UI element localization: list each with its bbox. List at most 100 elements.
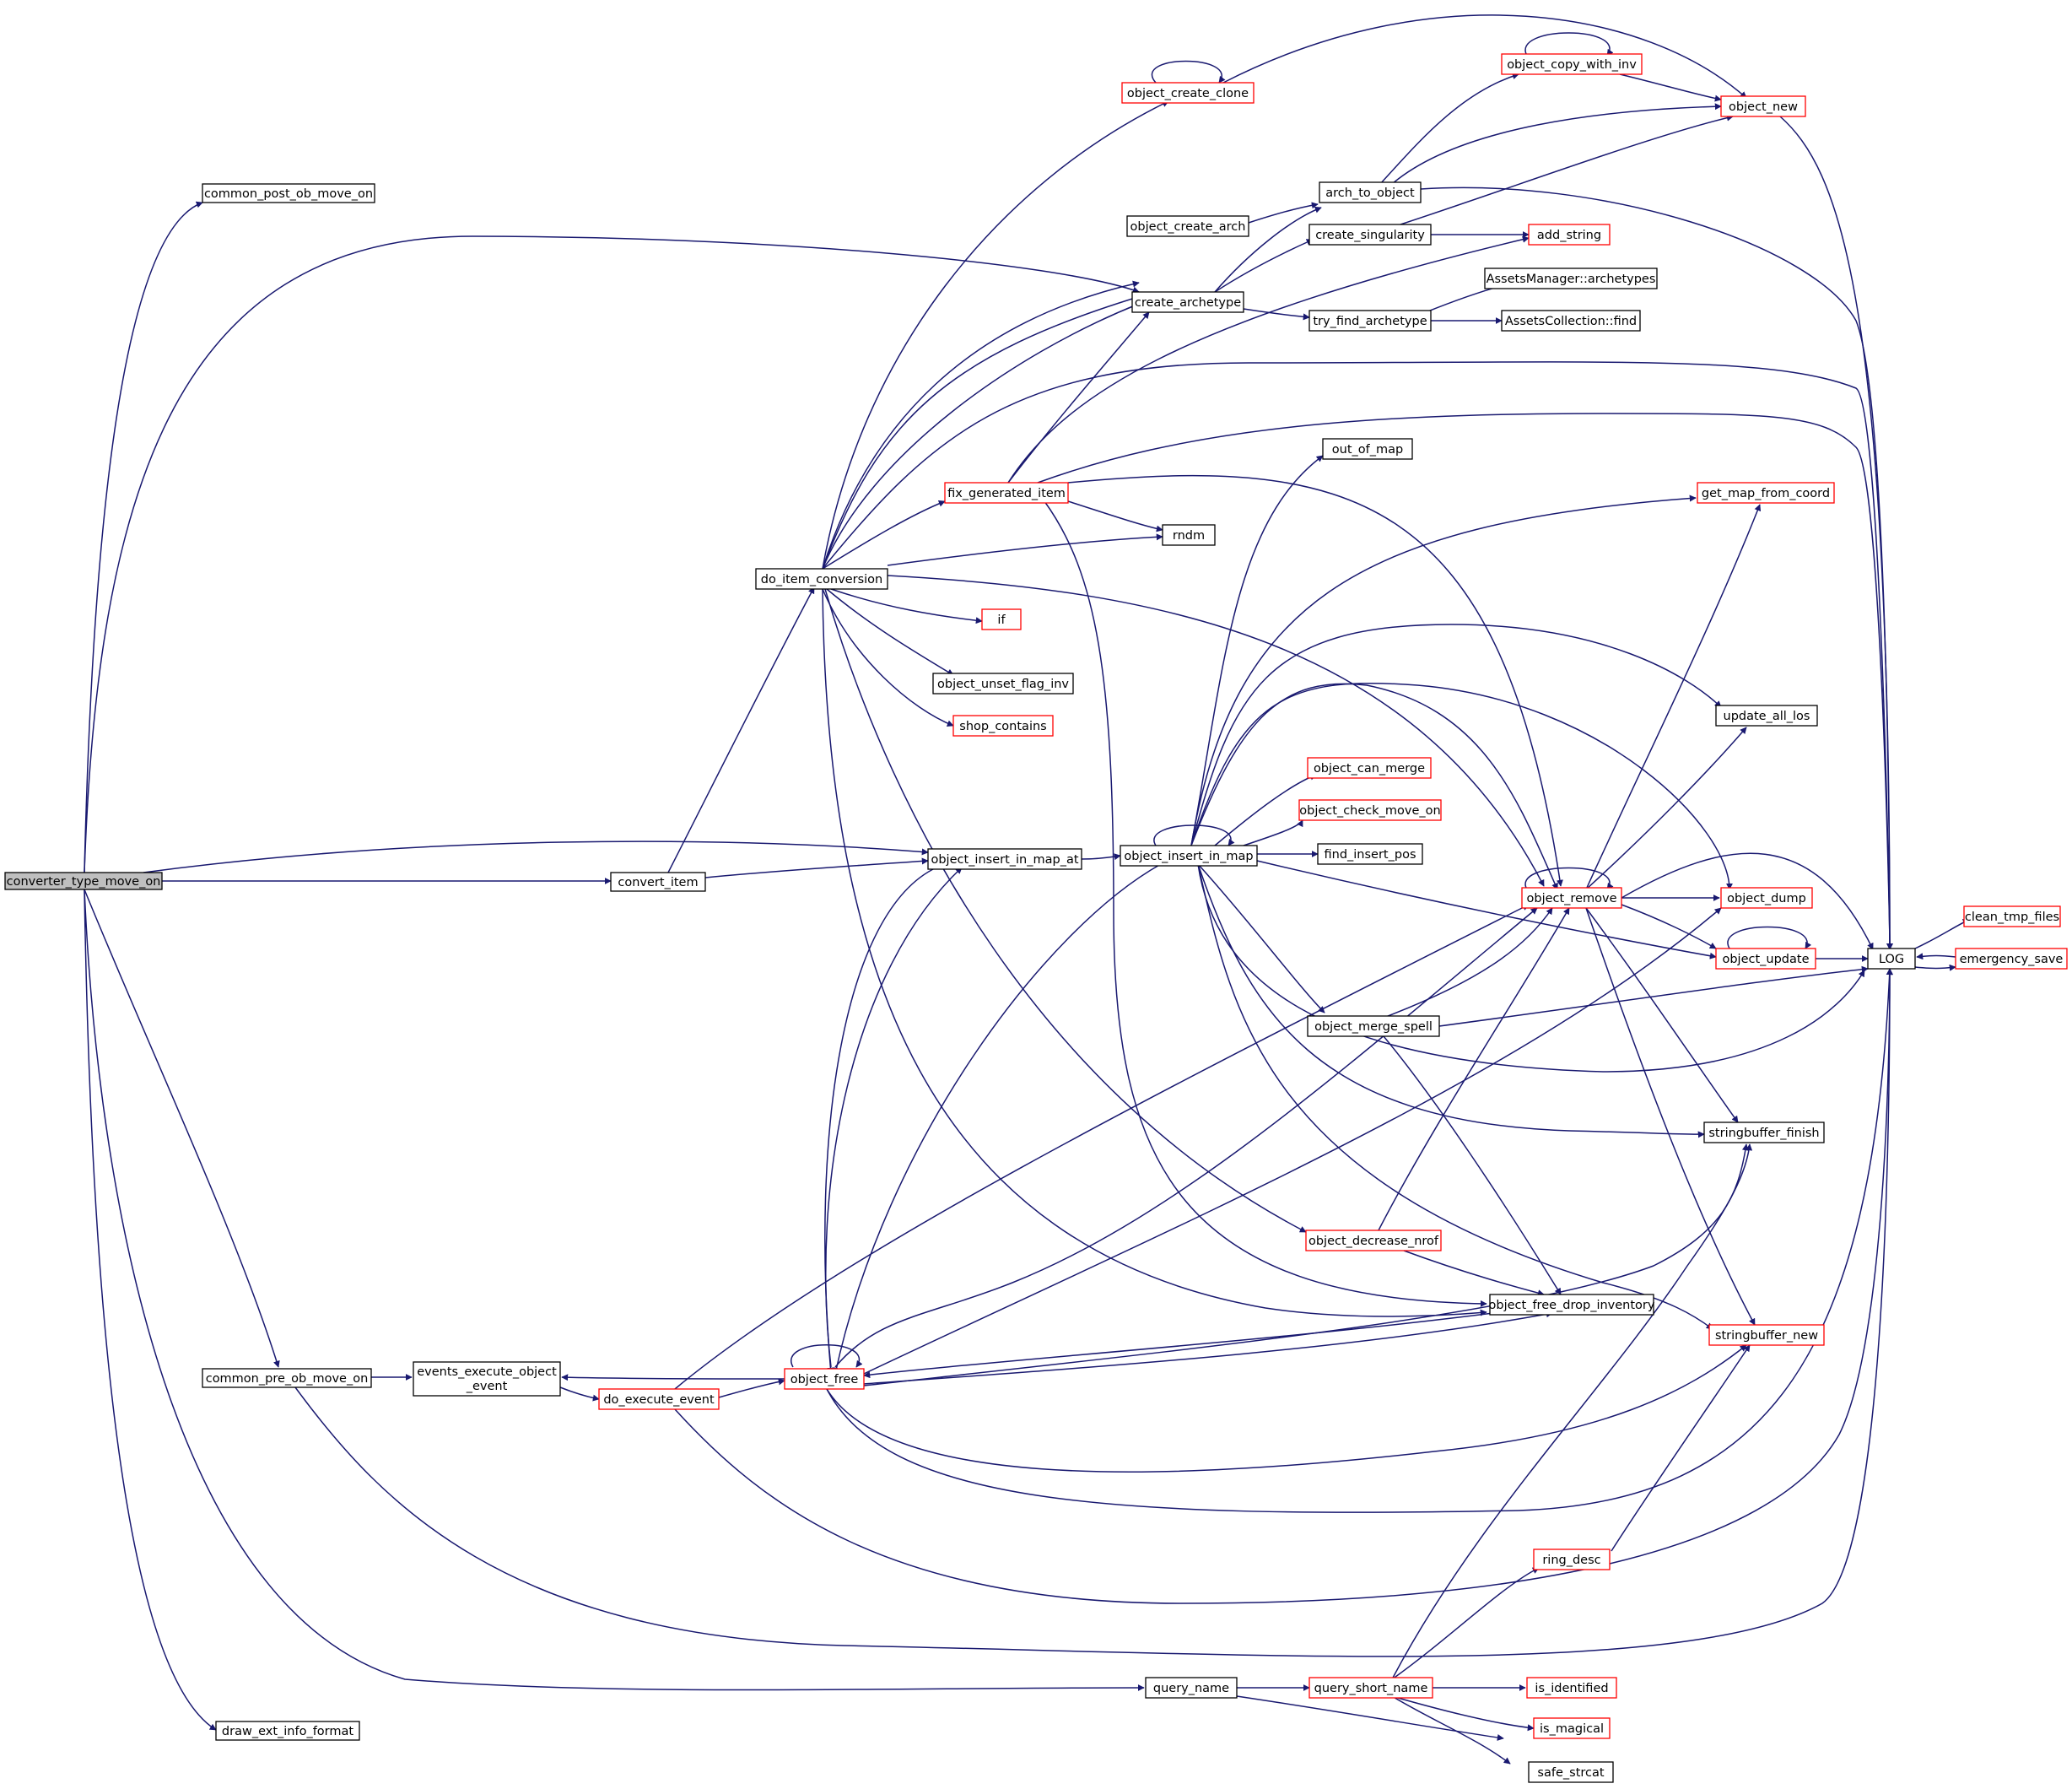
node-label: create_singularity [1315, 229, 1425, 242]
node-create-singularity[interactable]: create_singularity [1308, 224, 1432, 246]
node-object-insert-in-map-at[interactable]: object_insert_in_map_at [927, 848, 1082, 870]
node-label: object_dump [1727, 892, 1806, 905]
node-label: add_string [1537, 229, 1601, 242]
node-events-execute-object-event[interactable]: events_execute_object _event [413, 1361, 561, 1397]
node-object-unset-flag-inv[interactable]: object_unset_flag_inv [932, 673, 1074, 695]
edge-free-events [561, 1374, 785, 1381]
node-emergency-save[interactable]: emergency_save [1955, 948, 2068, 970]
node-do-execute-event[interactable]: do_execute_event [598, 1388, 720, 1410]
node-object-remove[interactable]: object_remove [1521, 887, 1622, 909]
edge-free-sbnew [826, 1344, 1747, 1473]
edge-insert-update [1256, 860, 1717, 959]
node-object-decrease-nrof[interactable]: object_decrease_nrof [1305, 1230, 1442, 1251]
edge-convert-insertat [704, 857, 929, 878]
edge-freedrop-free [863, 1312, 1494, 1379]
edge-emerg-log [1916, 953, 1956, 960]
edge-root-insertat [143, 840, 929, 873]
node-update-all-los[interactable]: update_all_los [1715, 705, 1818, 727]
node-assets-manager-archetypes[interactable]: AssetsManager::archetypes [1484, 268, 1658, 289]
node-query-short-name[interactable]: query_short_name [1308, 1677, 1433, 1699]
edge-arch2obj-log [1420, 186, 1893, 950]
edge-insertat-insert [1081, 853, 1121, 861]
edge-arch2obj-copyinv [1379, 73, 1519, 185]
node-create-archetype[interactable]: create_archetype [1131, 291, 1244, 313]
node-ring-desc[interactable]: ring_desc [1533, 1548, 1611, 1570]
edge-log-cleantmp [1914, 919, 1970, 949]
edge-doconv-clone [822, 100, 1169, 570]
node-label: rndm [1173, 529, 1205, 543]
node-stringbuffer-new[interactable]: stringbuffer_new [1708, 1324, 1825, 1346]
node-log[interactable]: LOG [1867, 948, 1916, 970]
edge-insert-sbfinish [1197, 863, 1705, 1138]
node-object-new[interactable]: object_new [1720, 95, 1806, 117]
node-label: try_find_archetype [1313, 315, 1427, 328]
edge-query-safecat [1236, 1695, 1504, 1741]
node-label: arch_to_object [1325, 186, 1415, 200]
node-add-string[interactable]: add_string [1528, 224, 1611, 246]
node-label: convert_item [618, 876, 698, 889]
node-arch-to-object[interactable]: arch_to_object [1319, 181, 1422, 203]
edge-events-doexec [559, 1386, 600, 1402]
node-object-create-arch[interactable]: object_create_arch [1126, 215, 1249, 237]
node-stringbuffer-finish[interactable]: stringbuffer_finish [1703, 1122, 1825, 1143]
node-object-copy-with-inv[interactable]: object_copy_with_inv [1501, 53, 1643, 75]
node-label: object_update [1722, 953, 1809, 966]
node-object-can-merge[interactable]: object_can_merge [1307, 757, 1432, 779]
node-object-free[interactable]: object_free [784, 1368, 865, 1390]
edge-doconv-rndm [887, 533, 1163, 566]
node-object-merge-spell[interactable]: object_merge_spell [1307, 1015, 1440, 1037]
edge-doconv-decnrof [824, 588, 1307, 1233]
node-is-magical[interactable]: is_magical [1533, 1717, 1611, 1739]
edge-create-tryfind [1243, 308, 1310, 321]
edge-doexec-free [718, 1378, 785, 1398]
edge-qshort-sbfinish [1391, 1143, 1753, 1680]
node-label: AssetsCollection::find [1505, 315, 1637, 328]
edge-free-dump [863, 907, 1722, 1375]
edge-doconv-carch [822, 280, 1140, 570]
node-object-free-drop-inventory[interactable]: object_free_drop_inventory [1489, 1294, 1655, 1316]
node-label: fix_generated_item [947, 487, 1066, 500]
node-is-identified[interactable]: is_identified [1526, 1677, 1617, 1699]
node-safe-strcat[interactable]: safe_strcat [1528, 1761, 1614, 1783]
node-label: LOG [1879, 953, 1904, 966]
node-object-dump[interactable]: object_dump [1720, 887, 1813, 909]
node-converter-type-move-on[interactable]: converter_type_move_on [4, 872, 163, 890]
node-object-update[interactable]: object_update [1715, 948, 1816, 970]
node-if[interactable]: if [981, 608, 1022, 630]
edge-insert-mergesp [1197, 863, 1325, 1013]
node-label: converter_type_move_on [7, 875, 161, 889]
edge-doconv-freedrop [822, 588, 1487, 1317]
node-common-post-ob-move-on[interactable]: common_post_ob_move_on [202, 183, 375, 203]
node-label: is_magical [1540, 1722, 1604, 1736]
edge-fixgen-rndm [1067, 500, 1163, 532]
edge-insert-getmap [1190, 495, 1697, 846]
node-draw-ext-info-format[interactable]: draw_ext_info_format [215, 1721, 360, 1741]
edge-root-query [84, 889, 1145, 1692]
edge-doconv-create [822, 302, 1140, 570]
node-object-insert-in-map[interactable]: object_insert_in_map [1120, 845, 1258, 867]
node-assets-collection-find[interactable]: AssetsCollection::find [1501, 310, 1641, 332]
call-nodes: converter_type_move_on common_post_ob_mo… [4, 53, 2068, 1783]
edge-doconv-shop [822, 588, 954, 727]
node-label: object_new [1729, 100, 1798, 114]
node-fix-generated-item[interactable]: fix_generated_item [944, 482, 1069, 504]
node-common-pre-ob-move-on[interactable]: common_pre_ob_move_on [202, 1368, 372, 1388]
node-label: update_all_los [1724, 710, 1810, 723]
node-rndm[interactable]: rndm [1162, 524, 1216, 546]
node-label: object_decrease_nrof [1308, 1235, 1439, 1248]
node-label: stringbuffer_new [1715, 1329, 1818, 1343]
node-get-map-from-coord[interactable]: get_map_from_coord [1697, 482, 1835, 504]
node-query-name[interactable]: query_name [1145, 1677, 1238, 1699]
edge-insert-sbnew [1197, 863, 1713, 1330]
node-object-create-clone[interactable]: object_create_clone [1121, 82, 1255, 104]
node-object-check-move-on[interactable]: object_check_move_on [1298, 799, 1442, 821]
node-do-item-conversion[interactable]: do_item_conversion [755, 568, 888, 590]
node-convert-item[interactable]: convert_item [610, 872, 706, 892]
node-clean-tmp-files[interactable]: clean_tmp_files [1963, 905, 2061, 927]
node-try-find-archetype[interactable]: try_find_archetype [1308, 310, 1432, 332]
edge-clone-new [1222, 14, 1747, 99]
edge-convert-doconv [667, 586, 815, 873]
node-find-insert-pos[interactable]: find_insert_pos [1317, 843, 1423, 865]
node-out-of-map[interactable]: out_of_map [1322, 438, 1413, 460]
node-shop-contains[interactable]: shop_contains [952, 715, 1054, 737]
